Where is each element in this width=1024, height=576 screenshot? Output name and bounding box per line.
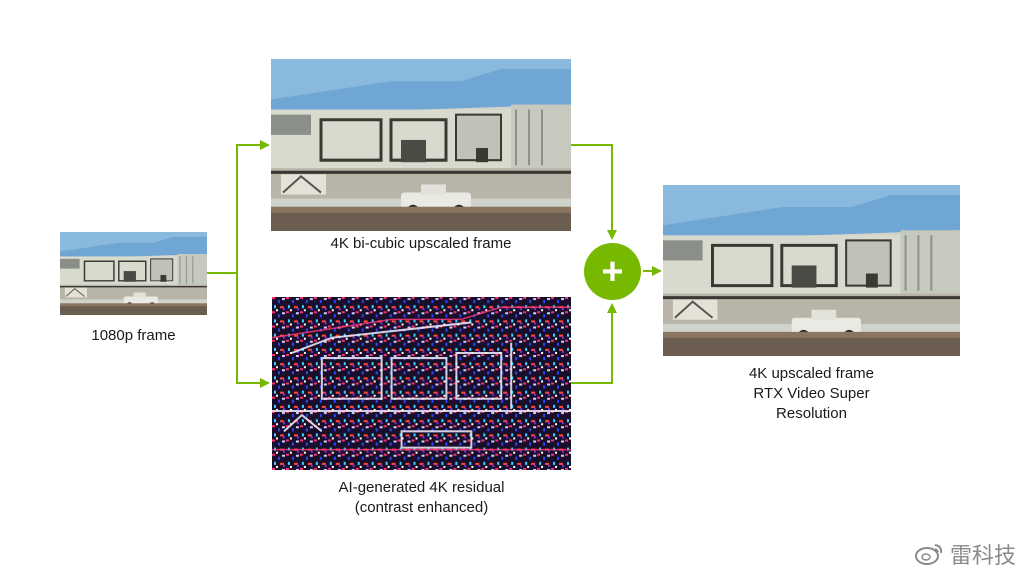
residual-caption-line2: (contrast enhanced)	[354, 499, 489, 516]
arrow-bicubic-to-plus	[571, 144, 617, 240]
watermark-text: 雷科技	[949, 543, 1016, 568]
bicubic-upscaled-image	[271, 59, 571, 231]
residual-caption-line1: AI-generated 4K residual	[338, 479, 505, 496]
ai-residual-image	[272, 297, 571, 470]
input-caption: 1080p frame	[91, 327, 176, 344]
residual-caption: AI-generated 4K residual (contrast enhan…	[272, 478, 571, 518]
sum-operator-icon: +	[584, 243, 641, 300]
arrow-residual-to-plus	[571, 303, 617, 384]
output-4k-image	[663, 185, 960, 356]
output-caption-line1: 4K upscaled frame	[748, 365, 875, 382]
input-1080p-image	[60, 232, 207, 315]
arrow-to-residual	[236, 273, 270, 388]
bicubic-caption: 4K bi-cubic upscaled frame	[330, 235, 512, 252]
output-caption-line3: Resolution	[776, 405, 847, 422]
output-caption-line2: RTX Video Super	[753, 385, 870, 402]
arrow-to-bicubic	[207, 140, 270, 274]
output-caption: 4K upscaled frame RTX Video Super Resolu…	[663, 364, 960, 424]
watermark: 雷科技	[914, 538, 1016, 570]
weibo-logo-icon	[914, 544, 943, 565]
